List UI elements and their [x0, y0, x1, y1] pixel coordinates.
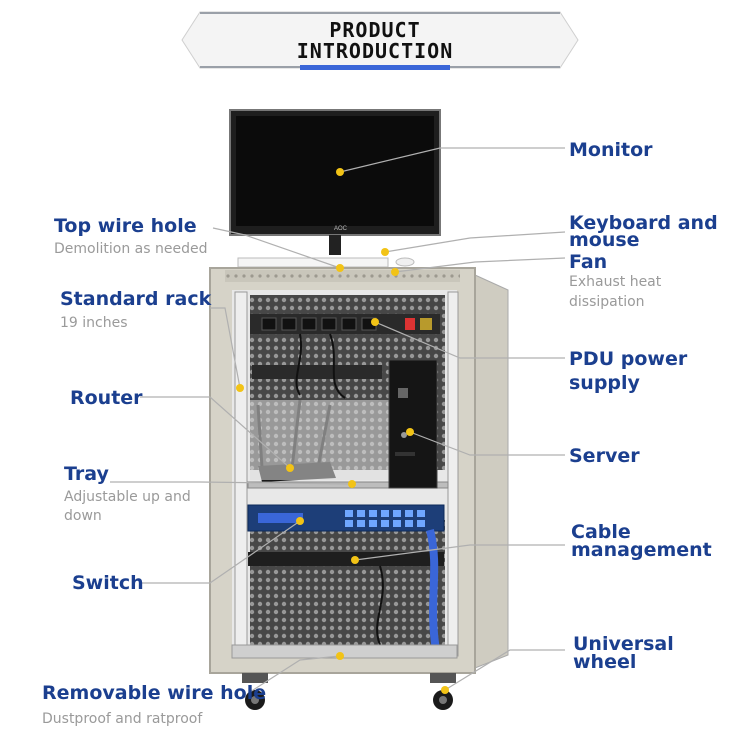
monitor-brand: AOC [334, 226, 348, 232]
top-vent [225, 270, 460, 282]
cable-management-bar [248, 552, 444, 566]
sub-fan-1: Exhaust heat [569, 274, 662, 290]
tray [247, 481, 449, 489]
label-fan: Fan [569, 251, 608, 273]
router-shelf [252, 365, 382, 379]
network-cables [426, 529, 440, 651]
title-line-1: PRODUCT [329, 18, 421, 42]
label-cable-mgmt-1: Cable [571, 521, 631, 543]
label-keyboard-mouse-2: mouse [569, 229, 640, 251]
label-wheel-1: Universal [573, 633, 674, 655]
sub-removable-wire-hole: Dustproof and ratproof [42, 711, 203, 727]
label-standard-rack: Standard rack [60, 288, 212, 310]
server [388, 359, 438, 489]
label-top-wire-hole: Top wire hole [54, 215, 197, 237]
label-cable-mgmt-2: management [571, 539, 712, 561]
label-server: Server [569, 445, 640, 467]
header-accent-bar [300, 65, 450, 70]
label-removable-wire-hole: Removable wire hole [42, 682, 267, 704]
network-switch [247, 504, 445, 532]
sub-tray-2: down [64, 508, 102, 524]
label-switch: Switch [72, 572, 144, 594]
label-wheel-2: wheel [573, 651, 637, 673]
rack-rail-right [447, 291, 459, 657]
sub-top-wire-hole: Demolition as needed [54, 241, 208, 257]
bottom-plate [231, 644, 458, 659]
mouse [395, 257, 415, 267]
cabinet-side-panel [474, 274, 509, 669]
header-frame [181, 11, 579, 70]
universal-wheel [242, 673, 456, 710]
rack-rail-left [234, 291, 248, 657]
marker-dots [236, 168, 449, 694]
label-router: Router [70, 387, 143, 409]
label-keyboard-mouse-1: Keyboard and [569, 212, 718, 234]
monitor: AOC [229, 109, 441, 255]
title-line-2: INTRODUCTION [296, 39, 454, 63]
label-pdu-1: PDU power [569, 348, 688, 370]
sub-standard-rack: 19 inches [60, 315, 128, 331]
label-pdu-2: supply [569, 372, 640, 394]
keyboard [237, 257, 389, 268]
leader-lines [110, 147, 566, 693]
sub-fan-2: dissipation [569, 294, 645, 310]
label-tray: Tray [64, 463, 109, 485]
label-monitor: Monitor [569, 139, 653, 161]
sub-tray-1: Adjustable up and [64, 489, 191, 505]
